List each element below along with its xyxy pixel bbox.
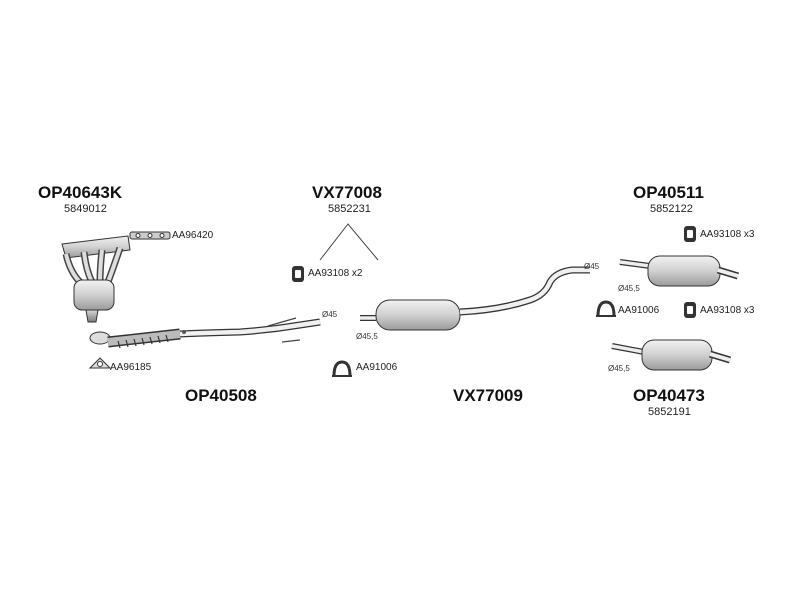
part-code-rear-lower: OP40473 xyxy=(633,386,705,405)
part-code-middle-kit: VX77008 xyxy=(312,183,382,202)
hw-label-mount-rear-2: AA93108 x3 xyxy=(700,305,755,316)
dia-label-middle-inlet: Ø45,5 xyxy=(356,332,378,341)
hw-label-clamp-rear: AA91006 xyxy=(618,305,660,316)
kit-bracket-lines xyxy=(319,223,379,261)
part-code-front-pipe: OP40508 xyxy=(185,386,257,405)
middle-silencer-drawing[interactable] xyxy=(360,266,590,331)
rubber-mount-rear-1-icon[interactable] xyxy=(684,226,696,242)
dia-label-middle-outlet: Ø45 xyxy=(584,262,600,271)
part-code-rear-upper: OP40511 xyxy=(633,183,704,202)
ref-no-rear-lower: 5852191 xyxy=(648,406,691,418)
rubber-mount-rear-2-icon[interactable] xyxy=(684,302,696,318)
dia-label-rear-upper-inlet: Ø45,5 xyxy=(618,284,640,293)
clamp-rear-icon[interactable] xyxy=(596,300,616,317)
front-pipe-drawing[interactable] xyxy=(89,317,321,349)
hw-label-gasket-flange: AA96185 xyxy=(110,362,152,373)
dia-label-rear-lower-inlet: Ø45,5 xyxy=(608,364,630,373)
hw-label-mount-mid: AA93108 x2 xyxy=(308,268,363,279)
rubber-mount-mid-icon[interactable] xyxy=(292,266,304,282)
hw-label-clamp-mid: AA91006 xyxy=(356,362,398,373)
dia-label-front-pipe-end: Ø45 xyxy=(322,310,338,319)
hw-label-mount-rear-1: AA93108 x3 xyxy=(700,229,755,240)
exhaust-manifold-drawing[interactable] xyxy=(61,235,131,323)
ref-no-manifold: 5849012 xyxy=(64,203,107,215)
ref-no-middle-kit: 5852231 xyxy=(328,203,371,215)
part-code-middle-silencer: VX77009 xyxy=(453,386,523,405)
rear-silencer-lower-drawing[interactable] xyxy=(611,339,732,371)
ref-no-rear-upper: 5852122 xyxy=(650,203,693,215)
clamp-mid-icon[interactable] xyxy=(332,360,352,377)
gasket-manifold-icon[interactable] xyxy=(129,231,171,240)
part-code-manifold: OP40643K xyxy=(38,183,123,202)
hw-label-gasket-manifold: AA96420 xyxy=(172,230,214,241)
gasket-flange-icon[interactable] xyxy=(88,357,112,369)
rear-silencer-upper-drawing[interactable] xyxy=(619,255,740,287)
